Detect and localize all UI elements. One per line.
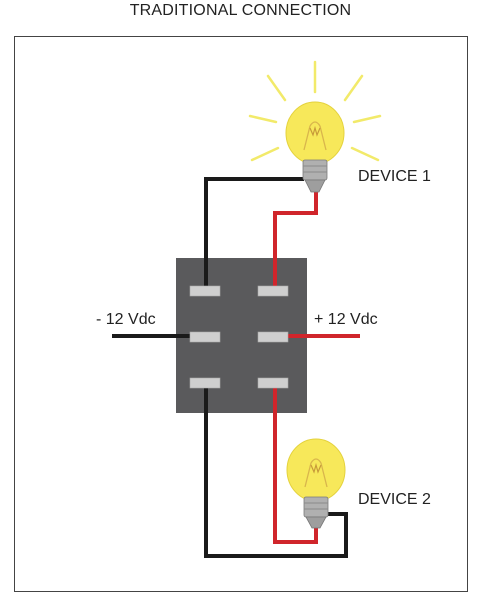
positive-wires xyxy=(273,192,360,544)
wire-device2-negative xyxy=(204,383,348,558)
light-bulb-icon xyxy=(286,438,346,529)
switch-terminals xyxy=(189,285,289,389)
light-bulb-icon xyxy=(285,101,345,193)
terminal-bottom-left xyxy=(189,377,221,389)
terminal-top-left xyxy=(189,285,221,297)
terminal-top-right xyxy=(257,285,289,297)
wire-device1-positive xyxy=(273,192,318,292)
device-2-label: DEVICE 2 xyxy=(358,491,431,508)
terminal-bottom-right xyxy=(257,377,289,389)
bulb-1-rays xyxy=(248,60,382,162)
device-1-label: DEVICE 1 xyxy=(358,168,431,185)
diagram-title: TRADITIONAL CONNECTION xyxy=(129,2,352,19)
wire-device1-negative xyxy=(204,177,304,292)
positive-voltage-label: + 12 Vdc xyxy=(314,311,378,328)
wire-device2-positive xyxy=(273,383,318,544)
terminal-mid-left xyxy=(189,331,221,343)
terminal-mid-right xyxy=(257,331,289,343)
negative-voltage-label: - 12 Vdc xyxy=(96,311,156,328)
diagram-frame xyxy=(14,36,468,592)
